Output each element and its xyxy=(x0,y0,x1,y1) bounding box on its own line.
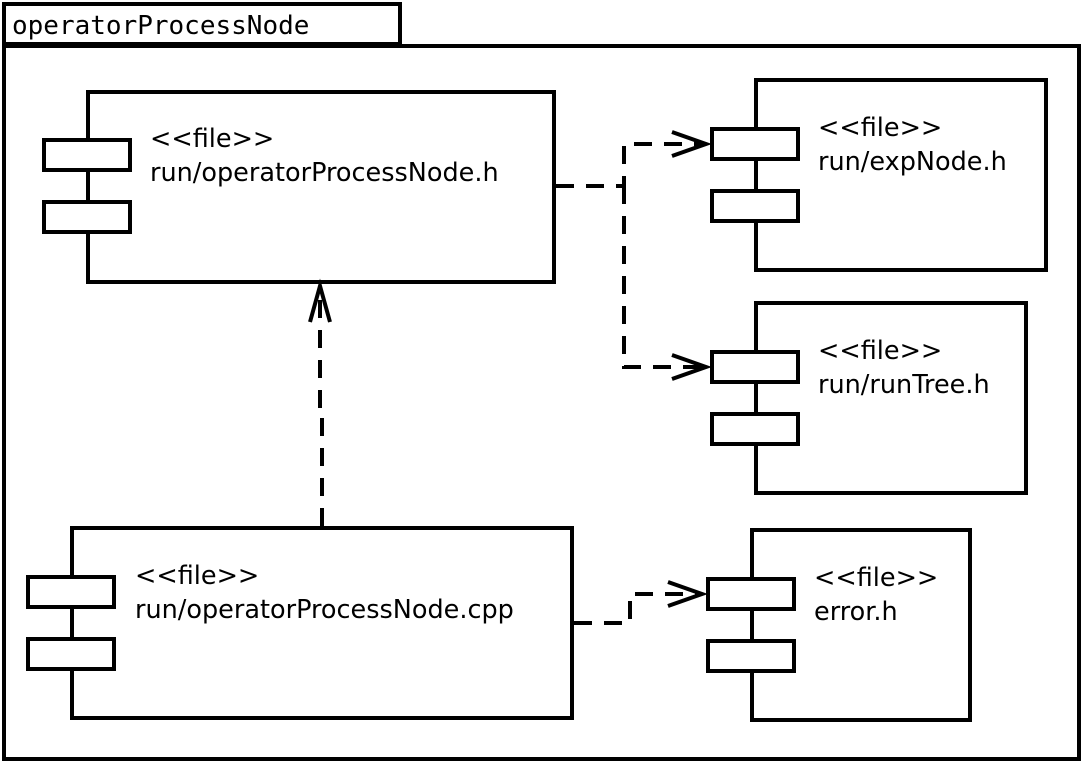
component-stereotype: <<file>> xyxy=(150,124,275,154)
component-operatorprocessnode-cpp[interactable] xyxy=(70,526,574,720)
component-error-h[interactable] xyxy=(750,528,972,722)
component-port-icon xyxy=(710,350,800,384)
component-stereotype: <<file>> xyxy=(814,563,939,593)
component-name: run/operatorProcessNode.h xyxy=(150,158,499,188)
component-port-icon xyxy=(710,412,800,446)
arrowhead-icon xyxy=(671,353,713,381)
component-expnode-h[interactable] xyxy=(754,78,1048,272)
package-name-tab: operatorProcessNode xyxy=(2,2,402,46)
component-stereotype: <<file>> xyxy=(135,561,260,591)
component-port-icon xyxy=(710,189,800,223)
component-port-icon xyxy=(26,575,116,609)
dependency-opnode-h-to-runtree-h xyxy=(622,186,704,369)
component-stereotype: <<file>> xyxy=(818,113,943,143)
component-port-icon xyxy=(26,637,116,671)
component-label: <<file>> error.h xyxy=(814,561,938,629)
component-name: error.h xyxy=(814,597,898,627)
component-name: run/runTree.h xyxy=(818,370,990,400)
component-label: <<file>> run/operatorProcessNode.h xyxy=(150,122,499,190)
component-name: run/expNode.h xyxy=(818,147,1007,177)
arrowhead-icon xyxy=(667,580,709,608)
component-label: <<file>> run/operatorProcessNode.cpp xyxy=(135,559,514,627)
component-label: <<file>> run/expNode.h xyxy=(818,111,1007,179)
arrowhead-icon xyxy=(308,278,332,323)
package-name: operatorProcessNode xyxy=(12,11,310,41)
dependency-opnode-cpp-to-opnode-h xyxy=(318,292,324,526)
component-port-icon xyxy=(42,138,132,172)
arrowhead-icon xyxy=(671,130,713,158)
component-runtree-h[interactable] xyxy=(754,301,1028,495)
component-label: <<file>> run/runTree.h xyxy=(818,334,990,402)
dependency-opnode-cpp-to-error-h xyxy=(574,592,700,625)
component-port-icon xyxy=(42,200,132,234)
component-operatorprocessnode-h[interactable] xyxy=(86,90,556,284)
component-port-icon xyxy=(706,639,796,673)
component-name: run/operatorProcessNode.cpp xyxy=(135,595,514,625)
dependency-opnode-h-to-expnode-h xyxy=(556,142,704,188)
component-stereotype: <<file>> xyxy=(818,336,943,366)
